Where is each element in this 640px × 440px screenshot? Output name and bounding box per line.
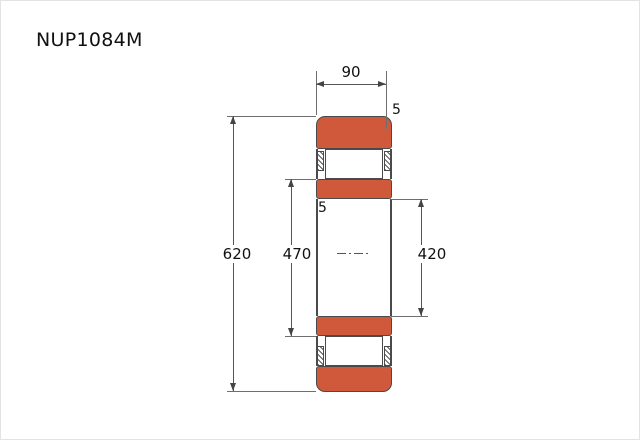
- dim-flange-diameter-value: 470: [278, 245, 316, 263]
- side-face-line-bottom-left: [316, 336, 318, 366]
- dim-chamfer-value: 5: [392, 102, 401, 118]
- dim-arrow-up: [418, 199, 424, 207]
- extension-line: [285, 336, 316, 337]
- outer-ring-bottom: [316, 366, 392, 392]
- inner-ring-flange-bottom: [316, 316, 392, 336]
- roller-bottom: [325, 336, 383, 366]
- extension-line: [391, 316, 428, 317]
- dim-arrow-down: [288, 328, 294, 336]
- dim-arrow-up: [230, 116, 236, 124]
- side-face-line-top-left: [316, 149, 318, 179]
- cage-hatch-top-right: [384, 151, 391, 171]
- dim-width-value: 90: [341, 63, 361, 81]
- dim-arrow-down: [418, 308, 424, 316]
- bore-side-line-right: [390, 199, 392, 316]
- dim-bore-diameter-value: 420: [413, 245, 451, 263]
- extension-line: [227, 116, 316, 117]
- extension-line: [391, 199, 428, 200]
- extension-line: [386, 71, 387, 129]
- dim-arrow-up: [288, 179, 294, 187]
- roller-top: [325, 149, 383, 179]
- cage-hatch-bottom-right: [384, 346, 391, 366]
- dim-arrow-left: [316, 81, 324, 87]
- extension-line: [227, 391, 316, 392]
- axis-centerline: [337, 253, 371, 254]
- extension-line: [285, 179, 316, 180]
- bore-side-line-left: [316, 199, 318, 316]
- dim-arrow-down: [230, 383, 236, 391]
- outer-ring-top: [316, 116, 392, 149]
- dimension-line: [316, 84, 386, 85]
- dim-outer-diameter-value: 620: [217, 245, 257, 263]
- inner-ring-flange-top: [316, 179, 392, 199]
- dim-arrow-right: [378, 81, 386, 87]
- dim-flange-width-value: 5: [318, 200, 327, 216]
- cage-hatch-bottom-left: [317, 346, 324, 366]
- cage-hatch-top-left: [317, 151, 324, 171]
- extension-line: [316, 71, 317, 115]
- part-number-title: NUP1084M: [36, 29, 143, 51]
